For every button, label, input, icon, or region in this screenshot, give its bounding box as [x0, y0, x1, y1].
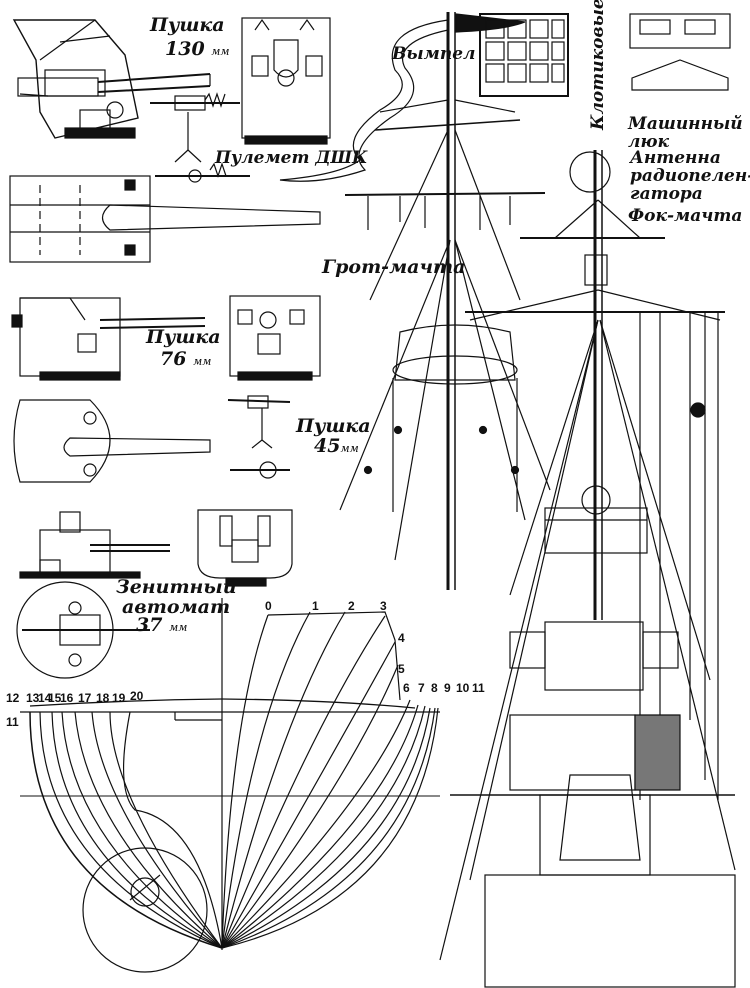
station-0: 0	[265, 599, 272, 613]
station-2: 2	[348, 599, 355, 613]
station-3: 3	[380, 599, 387, 613]
station-14: 14	[38, 691, 52, 705]
gun-130-caliber-value: 130	[165, 38, 205, 60]
station-13: 13	[26, 691, 40, 705]
gun-76-top-view	[13, 399, 211, 483]
gun-130-unit: мм	[211, 45, 230, 58]
antenna-label-line1: Антенна	[630, 148, 721, 168]
mainmast-label: Грот-мачта	[322, 256, 466, 278]
antenna-label-line2: радиопелен-	[630, 165, 750, 186]
station-1: 1	[312, 599, 319, 613]
gun-45-drawing	[227, 395, 291, 479]
station-19: 19	[112, 691, 126, 705]
gun-130-label: Пушка	[150, 14, 225, 36]
aa-label-line1: Зенитный	[116, 576, 237, 598]
gun-76-caliber-value: 76	[160, 348, 187, 370]
gun-130-top-view	[9, 175, 321, 263]
body-plan	[20, 598, 440, 973]
station-18: 18	[96, 691, 110, 705]
gun-130-caliber: 130 мм	[165, 40, 230, 59]
station-17: 17	[78, 691, 92, 705]
station-12: 12	[6, 691, 20, 705]
aa-caliber-value: 37	[136, 614, 163, 636]
aa-caliber: 37 мм	[136, 616, 187, 635]
gun-76-unit: мм	[193, 355, 212, 368]
station-20: 20	[130, 689, 144, 703]
station-6: 6	[403, 681, 410, 695]
gun-130-side-view	[12, 19, 211, 139]
grille-icon	[479, 13, 569, 97]
pennant-icon	[455, 13, 526, 33]
station-16: 16	[60, 691, 74, 705]
gun-76-side-view	[11, 297, 206, 381]
engine-hatch-drawing	[629, 13, 731, 91]
station-4: 4	[398, 631, 405, 645]
mg-dshk-label: Пулемет ДШК	[215, 148, 368, 168]
station-11: 11	[472, 681, 485, 695]
aa-unit: мм	[169, 621, 188, 634]
aa-37-top-view	[16, 581, 150, 679]
gun-45-label: Пушка	[296, 415, 371, 437]
gun-76-caliber: 76 мм	[160, 350, 211, 369]
station-11-stern: 11	[6, 715, 19, 729]
station-9: 9	[444, 681, 451, 695]
station-5: 5	[398, 662, 405, 676]
gun-76-label: Пушка	[146, 326, 221, 348]
aa-37-front-view	[197, 509, 293, 587]
aa-label-line2: автомат	[122, 596, 231, 618]
aa-37-side-view	[19, 511, 170, 579]
antenna-label: Антенна радиопелен- гатора	[630, 148, 750, 204]
mainmast	[279, 12, 551, 590]
gun-45-caliber: 45мм	[314, 437, 359, 456]
gun-45-unit: мм	[340, 442, 359, 455]
gun-45-caliber-value: 45	[314, 435, 341, 457]
engine-hatch-label: Машинный люк	[628, 114, 743, 152]
station-10: 10	[456, 681, 470, 695]
station-8: 8	[431, 681, 438, 695]
masthead-lights-label: Клотиковые огни	[588, 0, 608, 130]
foremast	[439, 150, 736, 988]
foremast-label: Фок-мачта	[628, 206, 743, 226]
gun-130-front-view	[241, 17, 331, 145]
antenna-label-line3: гатора	[630, 183, 703, 204]
vympel-label: Вымпел	[392, 44, 476, 64]
mg-dshk-drawing	[150, 92, 250, 183]
station-7: 7	[418, 681, 425, 695]
gun-76-front-view	[229, 295, 321, 381]
station-15: 15	[48, 691, 62, 705]
